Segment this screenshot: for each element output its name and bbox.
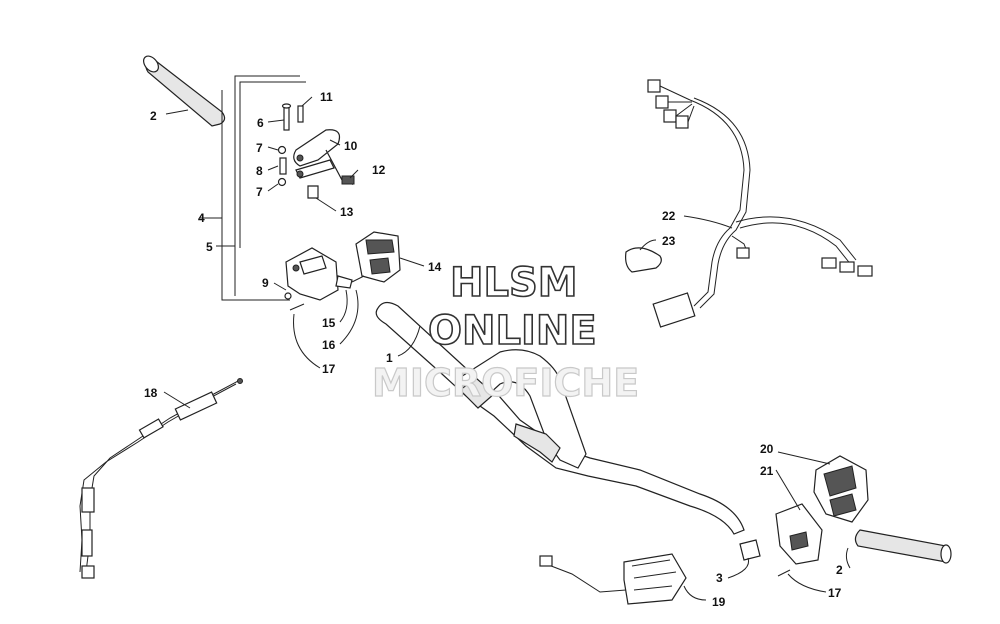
callout-4: 4 (198, 211, 205, 225)
callout-23: 23 (662, 234, 676, 248)
callout-12: 12 (372, 163, 386, 177)
callout-19: 19 (712, 595, 726, 609)
pins (277, 103, 304, 187)
callout-21: 21 (760, 464, 774, 478)
callout-18: 18 (144, 386, 158, 400)
callout-17-right: 17 (828, 586, 842, 600)
callout-1: 1 (386, 351, 393, 365)
callout-9: 9 (262, 276, 269, 290)
callout-numbers: 2 6 7 8 7 11 10 12 13 4 5 9 14 15 16 17 … (144, 90, 843, 609)
callout-7-upper: 7 (256, 141, 263, 155)
throttle-cable (79, 378, 243, 579)
callout-16: 16 (322, 338, 336, 352)
callout-8: 8 (256, 164, 263, 178)
heater-element (539, 553, 687, 605)
callout-2-grip-right: 2 (836, 563, 843, 577)
right-switch-housing (775, 455, 869, 565)
screws (289, 275, 791, 577)
callout-20: 20 (760, 442, 774, 456)
callout-14: 14 (428, 260, 442, 274)
callout-6: 6 (257, 116, 264, 130)
callout-15: 15 (322, 316, 336, 330)
watermark-hlsm: HLSM (450, 260, 578, 306)
watermark-microfiche: MICROFICHE (372, 361, 639, 405)
callout-17-left: 17 (322, 362, 336, 376)
wire-clip (625, 247, 662, 273)
callout-7-lower: 7 (256, 185, 263, 199)
callout-22: 22 (662, 209, 676, 223)
callout-3: 3 (716, 571, 723, 585)
bar-plug (739, 539, 761, 561)
throttle-lever (293, 129, 355, 199)
assembly-bracket (221, 75, 306, 301)
watermark-online: ONLINE (428, 308, 597, 354)
left-grip (143, 55, 226, 127)
switch-housing (355, 231, 401, 283)
throttle-housing (284, 247, 353, 301)
wiring-harness (647, 79, 873, 328)
watermark: MICROFICHE HLSM ONLINE (371, 259, 639, 405)
callout-2-grip-left: 2 (150, 109, 157, 123)
callout-10: 10 (344, 139, 358, 153)
callout-13: 13 (340, 205, 354, 219)
handlebar (375, 301, 745, 535)
right-grip (854, 529, 952, 564)
callout-11: 11 (320, 90, 333, 104)
callout-5: 5 (206, 240, 213, 254)
leader-lines (163, 96, 851, 601)
